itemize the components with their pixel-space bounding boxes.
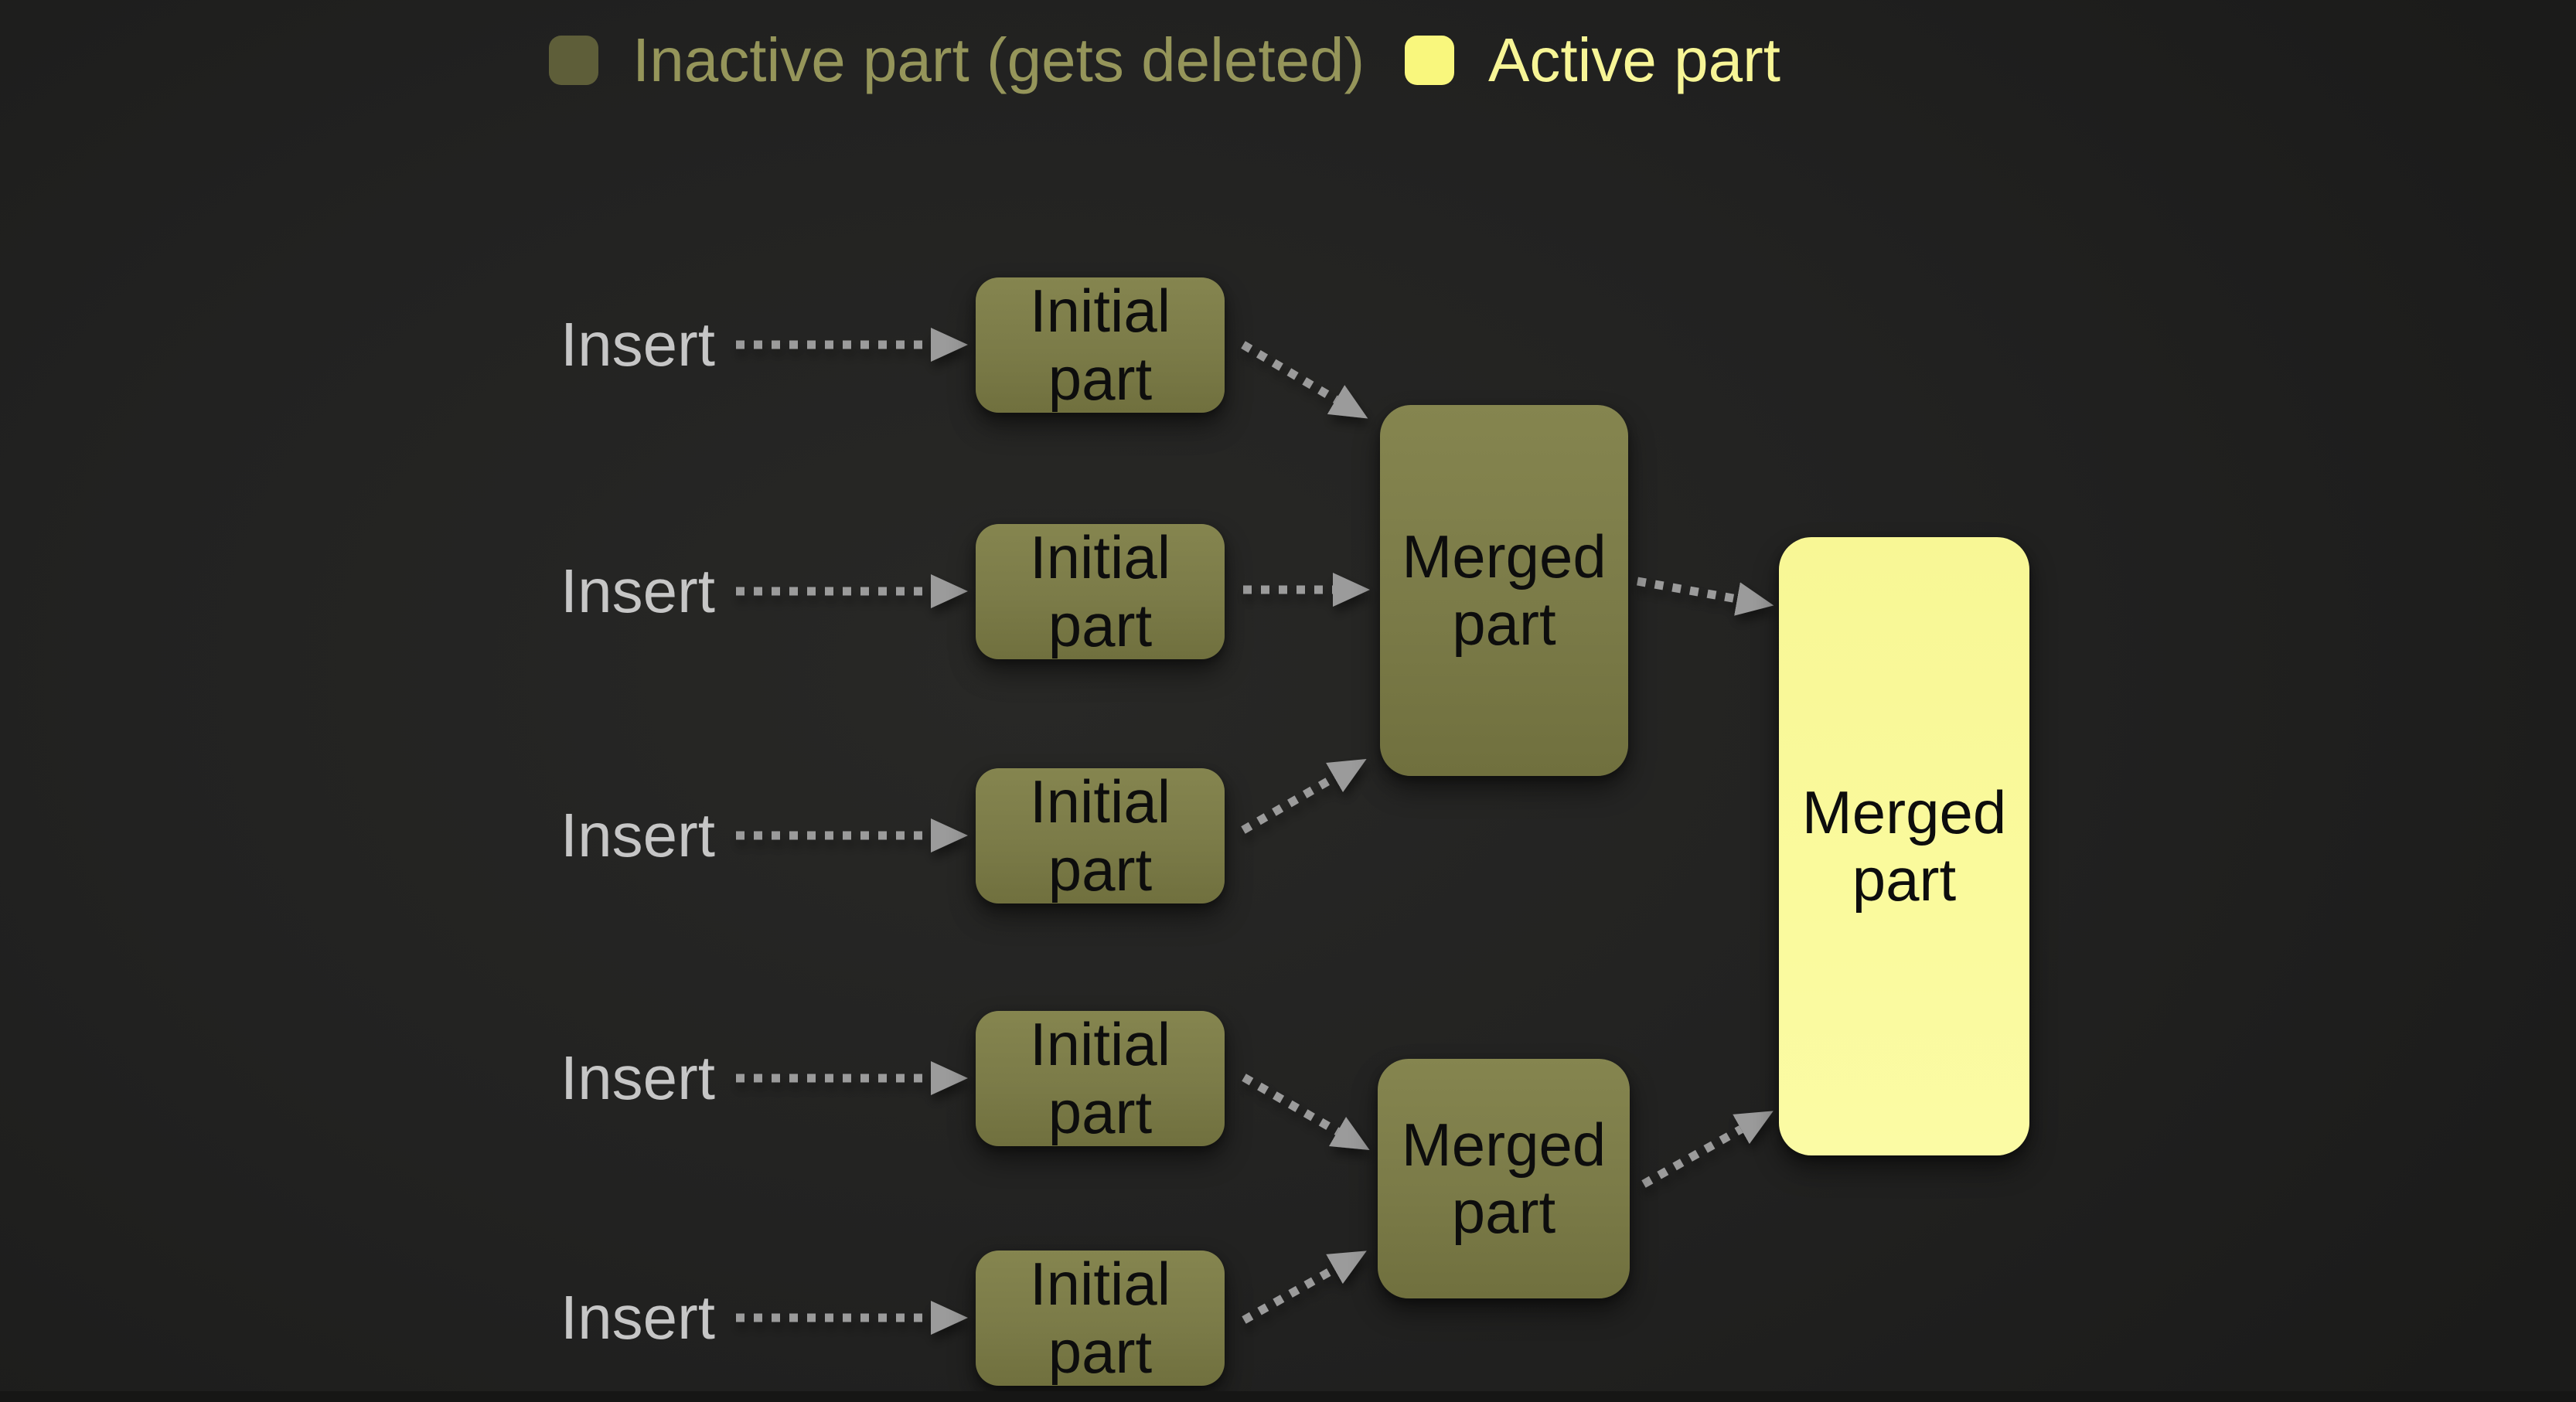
node-initial-1: Initial part (976, 277, 1225, 413)
edge-initial-1-merged-1 (1241, 341, 1368, 419)
edge-initial-5-merged-2 (1242, 1251, 1367, 1324)
legend-label-active: Active part (1488, 26, 1780, 94)
insert-label-3: Insert (560, 801, 715, 869)
node-initial-3: Initial part (976, 768, 1225, 903)
node-label: Initial part (1029, 767, 1171, 903)
node-label: Initial part (1029, 523, 1171, 659)
insert-label-4: Insert (560, 1043, 715, 1112)
inactive-part-swatch-icon (549, 36, 598, 85)
node-initial-2: Initial part (976, 524, 1225, 659)
node-label: Merged part (1402, 522, 1607, 658)
node-initial-4: Initial part (976, 1011, 1225, 1146)
edge-initial-4-merged-2 (1242, 1074, 1370, 1151)
legend-label-inactive: Inactive part (gets deleted) (632, 26, 1365, 94)
node-merged-final: Merged part (1779, 537, 2029, 1155)
node-label: Initial part (1029, 1250, 1171, 1386)
legend-item-active: Active part (1405, 29, 1780, 91)
node-label: Initial part (1029, 1010, 1171, 1146)
node-initial-5: Initial part (976, 1251, 1225, 1386)
edge-initial-3-merged-1 (1241, 759, 1367, 834)
insert-label-2: Insert (560, 556, 715, 625)
node-merged-1: Merged part (1380, 405, 1628, 776)
insert-label-5: Insert (560, 1283, 715, 1352)
node-label: Initial part (1029, 277, 1171, 413)
legend-item-inactive: Inactive part (gets deleted) (549, 29, 1365, 91)
bottom-edge-strip (0, 1391, 2576, 1402)
node-merged-2: Merged part (1378, 1059, 1630, 1298)
node-label: Merged part (1401, 1110, 1607, 1246)
edge-merged-1-merged-final (1637, 577, 1774, 616)
insert-label-1: Insert (560, 310, 715, 379)
node-label: Merged part (1801, 778, 2007, 914)
active-part-swatch-icon (1405, 36, 1454, 85)
edge-merged-2-merged-final (1641, 1111, 1774, 1188)
